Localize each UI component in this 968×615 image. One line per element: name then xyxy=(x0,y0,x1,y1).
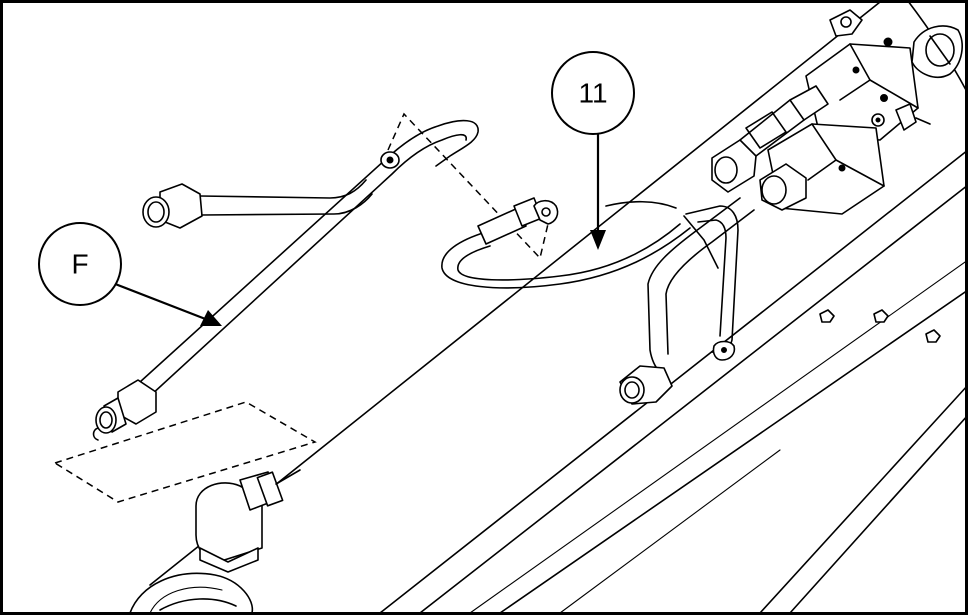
callout-11-arrowhead xyxy=(590,230,606,250)
dashed-references xyxy=(53,112,549,503)
valve-block xyxy=(711,9,963,215)
rigid-tube-f xyxy=(92,119,479,441)
callout-11-label: 11 xyxy=(578,78,607,109)
callout-f-arrowhead xyxy=(200,310,222,326)
callout-11: 11 xyxy=(551,51,635,250)
callout-f-leader xyxy=(109,280,209,322)
callout-f-label: F xyxy=(71,249,88,280)
cylinder-end xyxy=(129,572,254,614)
callout-f: F xyxy=(38,222,222,326)
flexible-hose-11 xyxy=(441,197,691,289)
callout-f-circle xyxy=(38,222,122,306)
callout-11-circle xyxy=(551,51,635,135)
mounting-nuts xyxy=(819,309,941,343)
bottom-port-fitting xyxy=(195,469,301,573)
return-tube xyxy=(619,197,755,405)
